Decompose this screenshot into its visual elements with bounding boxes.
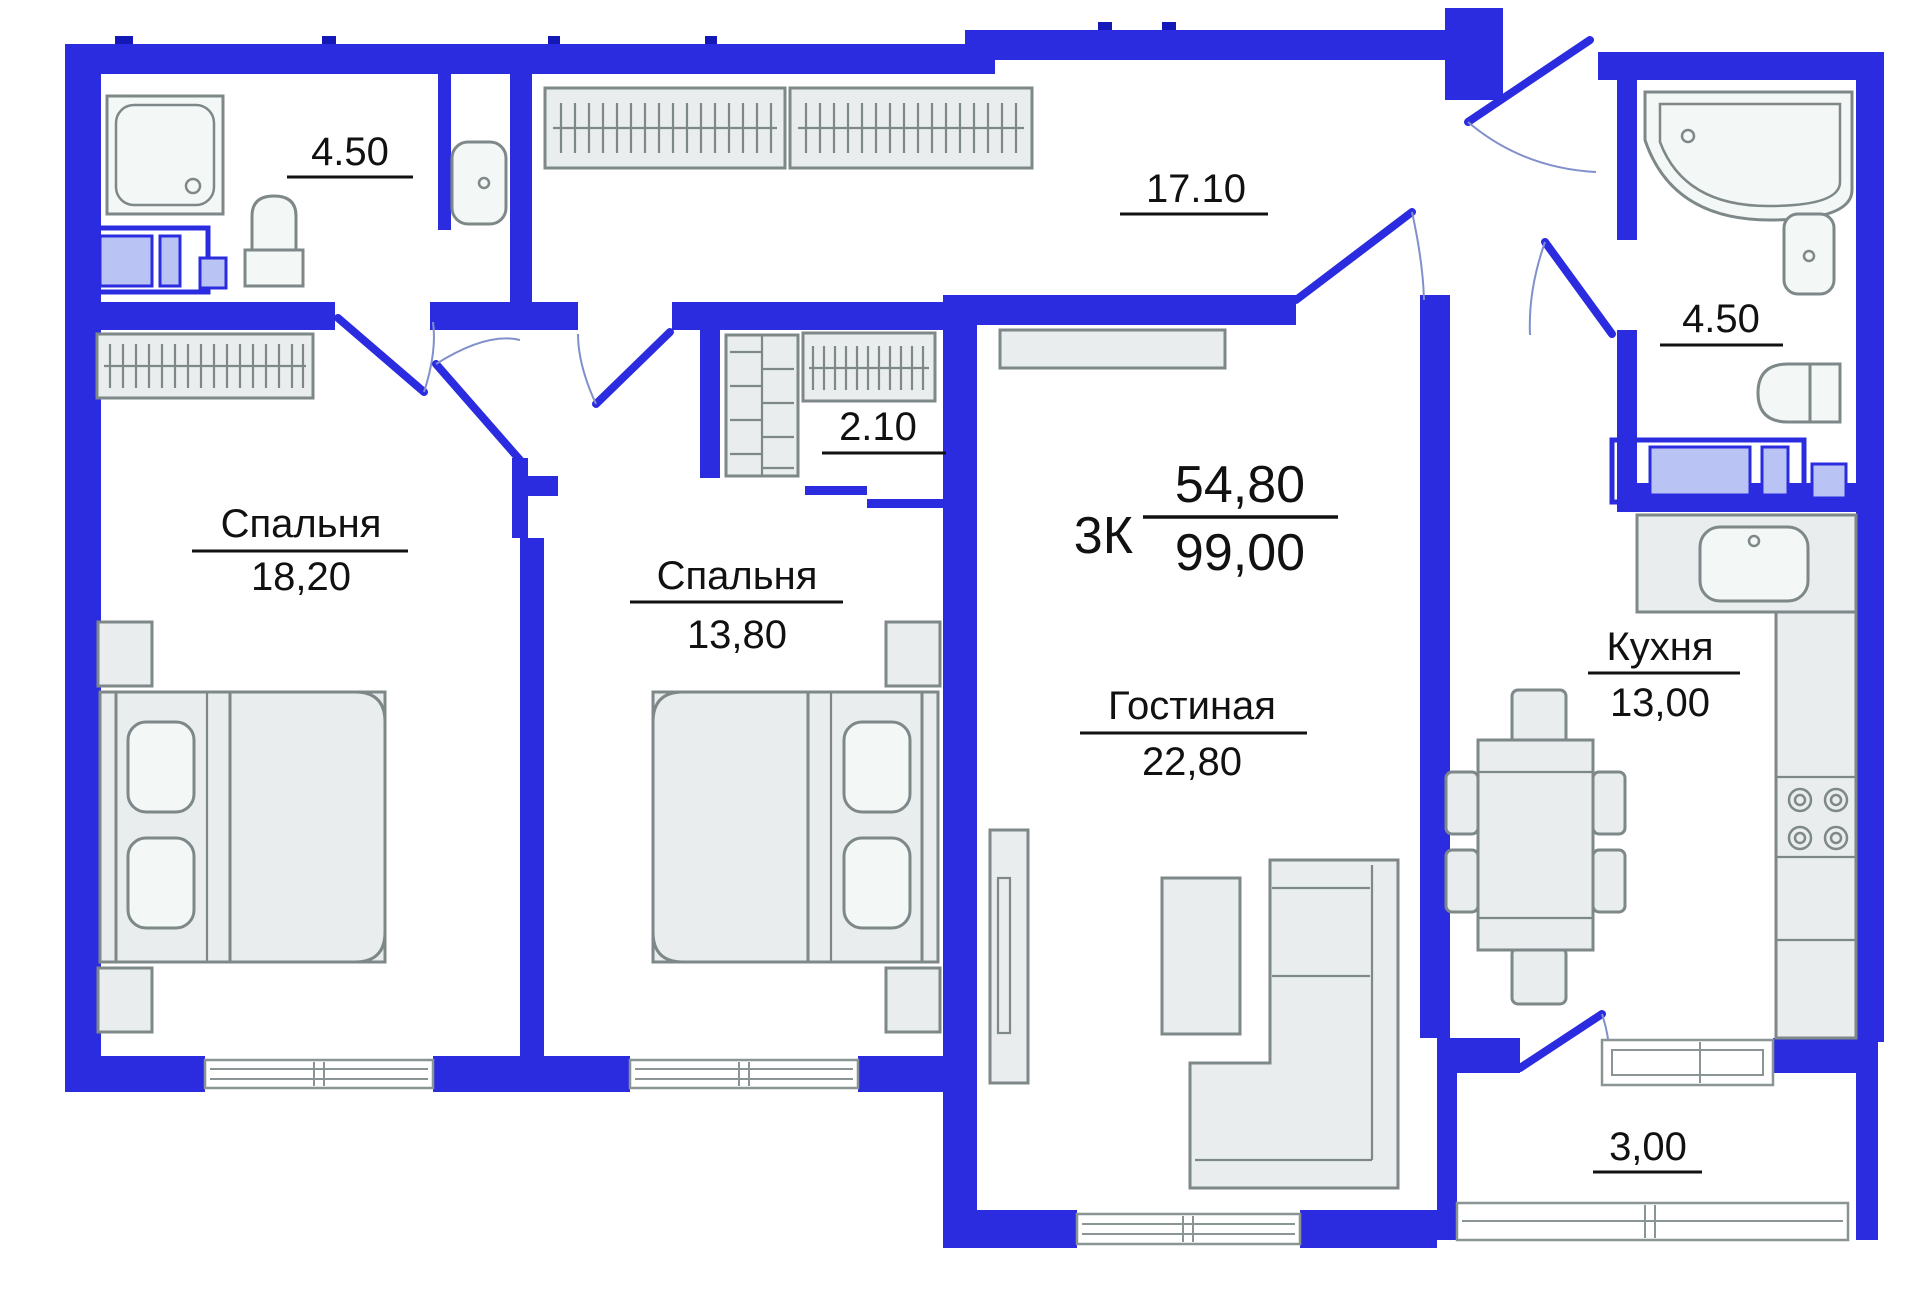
apartment-summary: 3К 54,80 99,00	[1074, 456, 1338, 582]
bedroom2-area-label: 13,80	[687, 613, 787, 657]
bedroom2-name-label: Спальня	[657, 554, 818, 598]
total-area-label: 99,00	[1175, 524, 1305, 582]
chair	[1591, 770, 1627, 836]
living-area-total-label: 54,80	[1175, 456, 1305, 514]
chair	[1444, 770, 1480, 836]
washer-niche	[1609, 437, 1807, 505]
hallway-area-label: 17.10	[1146, 167, 1246, 211]
entry-pillar	[1445, 8, 1503, 100]
shower-tray	[105, 94, 225, 216]
kitchen-sink	[1698, 525, 1810, 603]
bedroom1-bed	[98, 690, 387, 964]
chair	[1510, 946, 1568, 1006]
kitchen-area-label: 13,00	[1610, 681, 1710, 725]
bedroom1-wardrobe	[95, 332, 315, 400]
living-area-label: 22,80	[1142, 740, 1242, 784]
stove-burners	[1787, 787, 1849, 851]
bathroom2-door-leaf	[1541, 238, 1616, 338]
bedroom1-name-label: Спальня	[221, 502, 382, 546]
living-window	[1075, 1212, 1302, 1246]
toilet2	[1756, 362, 1842, 424]
balcony-door-window-unit	[1600, 1038, 1775, 1087]
doors	[334, 36, 1616, 1072]
blanket	[228, 690, 387, 964]
kitchen-name-label: Кухня	[1606, 625, 1713, 669]
toilet	[243, 194, 305, 288]
chair	[1591, 848, 1627, 914]
bedroom2-window	[628, 1058, 860, 1090]
balcony-area-label: 3,00	[1609, 1125, 1687, 1169]
chair	[1510, 688, 1568, 746]
blanket	[651, 690, 810, 964]
pillow	[126, 720, 196, 814]
bedroom1-area-label: 18,20	[251, 555, 351, 599]
entrance-door-leaf	[1464, 36, 1594, 126]
bathroom1-area-label: 4.50	[311, 130, 389, 174]
balcony-glazing	[1455, 1201, 1850, 1242]
nightstand	[884, 966, 942, 1034]
nightstand	[96, 620, 154, 688]
living-name-label: Гостиная	[1108, 684, 1276, 728]
closet-slider-rail	[867, 499, 952, 508]
corner-bath	[1643, 90, 1854, 222]
pillow	[126, 836, 196, 930]
bathroom2-area-label: 4.50	[1682, 297, 1760, 341]
closet-area-label: 2.10	[839, 405, 917, 449]
bedroom2-door-leaf	[592, 328, 674, 408]
closet-slider-rail	[805, 486, 867, 495]
apartment-type-label: 3К	[1074, 507, 1133, 565]
bathroom1-door-leaf	[334, 314, 428, 396]
bathroom2-sink	[1782, 212, 1836, 296]
chair	[1444, 848, 1480, 914]
pillow	[842, 720, 912, 814]
bedroom1-window	[203, 1058, 435, 1090]
nightstand	[884, 620, 942, 688]
kitchen-counter	[1635, 513, 1858, 1040]
washing-machine	[1648, 445, 1752, 497]
washing-machine	[1760, 445, 1790, 497]
closet-shelves	[724, 331, 937, 478]
furniture	[95, 86, 1858, 1190]
washing-machine	[198, 256, 228, 290]
living-door-leaf	[1292, 208, 1416, 304]
washing-machine	[98, 234, 154, 288]
bedroom1-door-leaf	[432, 360, 524, 464]
tv-stand	[988, 828, 1030, 1085]
coffee-table	[1160, 876, 1242, 1036]
washing-machine	[1810, 462, 1848, 500]
room-labels: 4.50 17.10 2.10 4.50 Спальня 18,20 Спаль…	[192, 130, 1783, 1174]
hanger-ticks	[559, 103, 1018, 153]
sideboard	[998, 328, 1227, 370]
bathroom1-sink	[450, 140, 508, 226]
hall-wardrobe	[543, 86, 1034, 170]
nightstand	[96, 966, 154, 1034]
dining-table	[1476, 738, 1595, 952]
faucet	[1747, 534, 1761, 548]
balcony-door-leaf	[1516, 1010, 1606, 1072]
bathroom-fixtures	[93, 90, 1854, 505]
bedroom2-bed	[651, 690, 940, 964]
pillow	[842, 836, 912, 930]
corner-sofa	[1188, 858, 1400, 1190]
windows	[203, 1038, 1850, 1246]
dining-set	[1444, 688, 1627, 1006]
washing-machine	[158, 234, 182, 288]
